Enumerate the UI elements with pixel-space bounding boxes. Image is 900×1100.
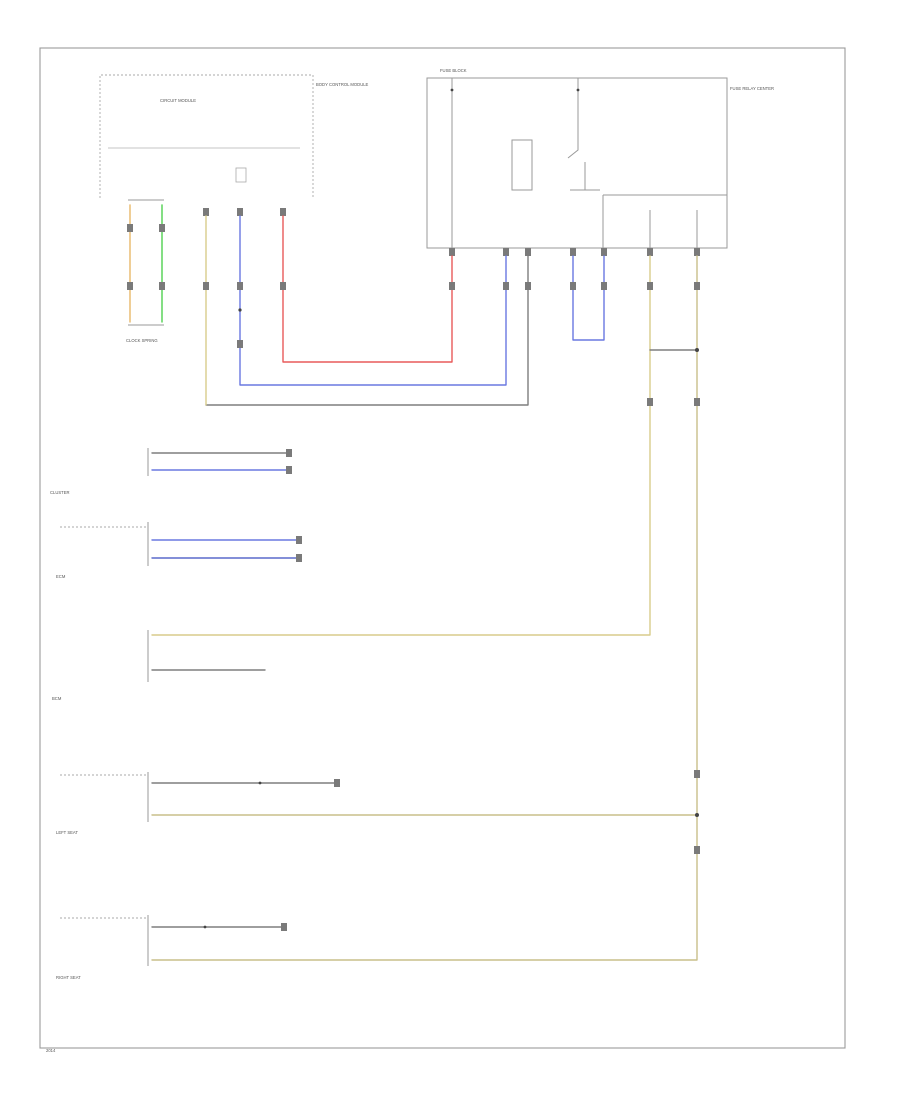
left-module-side-label: BODY CONTROL MODULE <box>316 82 369 87</box>
relay-box-title: FUSE BLOCK <box>440 68 467 73</box>
left-seat-section: LEFT SEAT <box>56 772 340 835</box>
bcm-section: BCM <box>52 630 266 701</box>
right-seat-label: RIGHT SEAT <box>56 975 81 980</box>
relay-box-side-label: FUSE RELAY CENTER <box>730 86 774 91</box>
clock-spring-label: CLOCK SPRING <box>126 338 158 343</box>
ecm-label: ECM <box>56 574 66 579</box>
right-seat-section: RIGHT SEAT <box>56 915 287 980</box>
left-module-title: CIRCUIT MODULE <box>160 98 196 103</box>
control-module-section: ECM <box>56 522 302 579</box>
left-seat-label: LEFT SEAT <box>56 830 78 835</box>
diagram-frame <box>39 47 846 1049</box>
left-module: CIRCUIT MODULE BODY CONTROL MODULE <box>99 74 369 198</box>
page-mark: 2014 <box>46 1048 56 1053</box>
cluster-label: CLUSTER <box>50 490 70 495</box>
bcm-label: BCM <box>52 696 62 701</box>
clock-spring: CLOCK SPRING <box>126 199 165 343</box>
trunk-wiring <box>151 255 700 961</box>
relay-box-connectors <box>449 248 700 256</box>
cluster-section: CLUSTER <box>50 448 292 495</box>
top-wiring <box>203 215 607 406</box>
relay-box: FUSE BLOCK FUSE RELAY CENTER <box>426 68 774 249</box>
left-module-connectors <box>203 208 286 216</box>
